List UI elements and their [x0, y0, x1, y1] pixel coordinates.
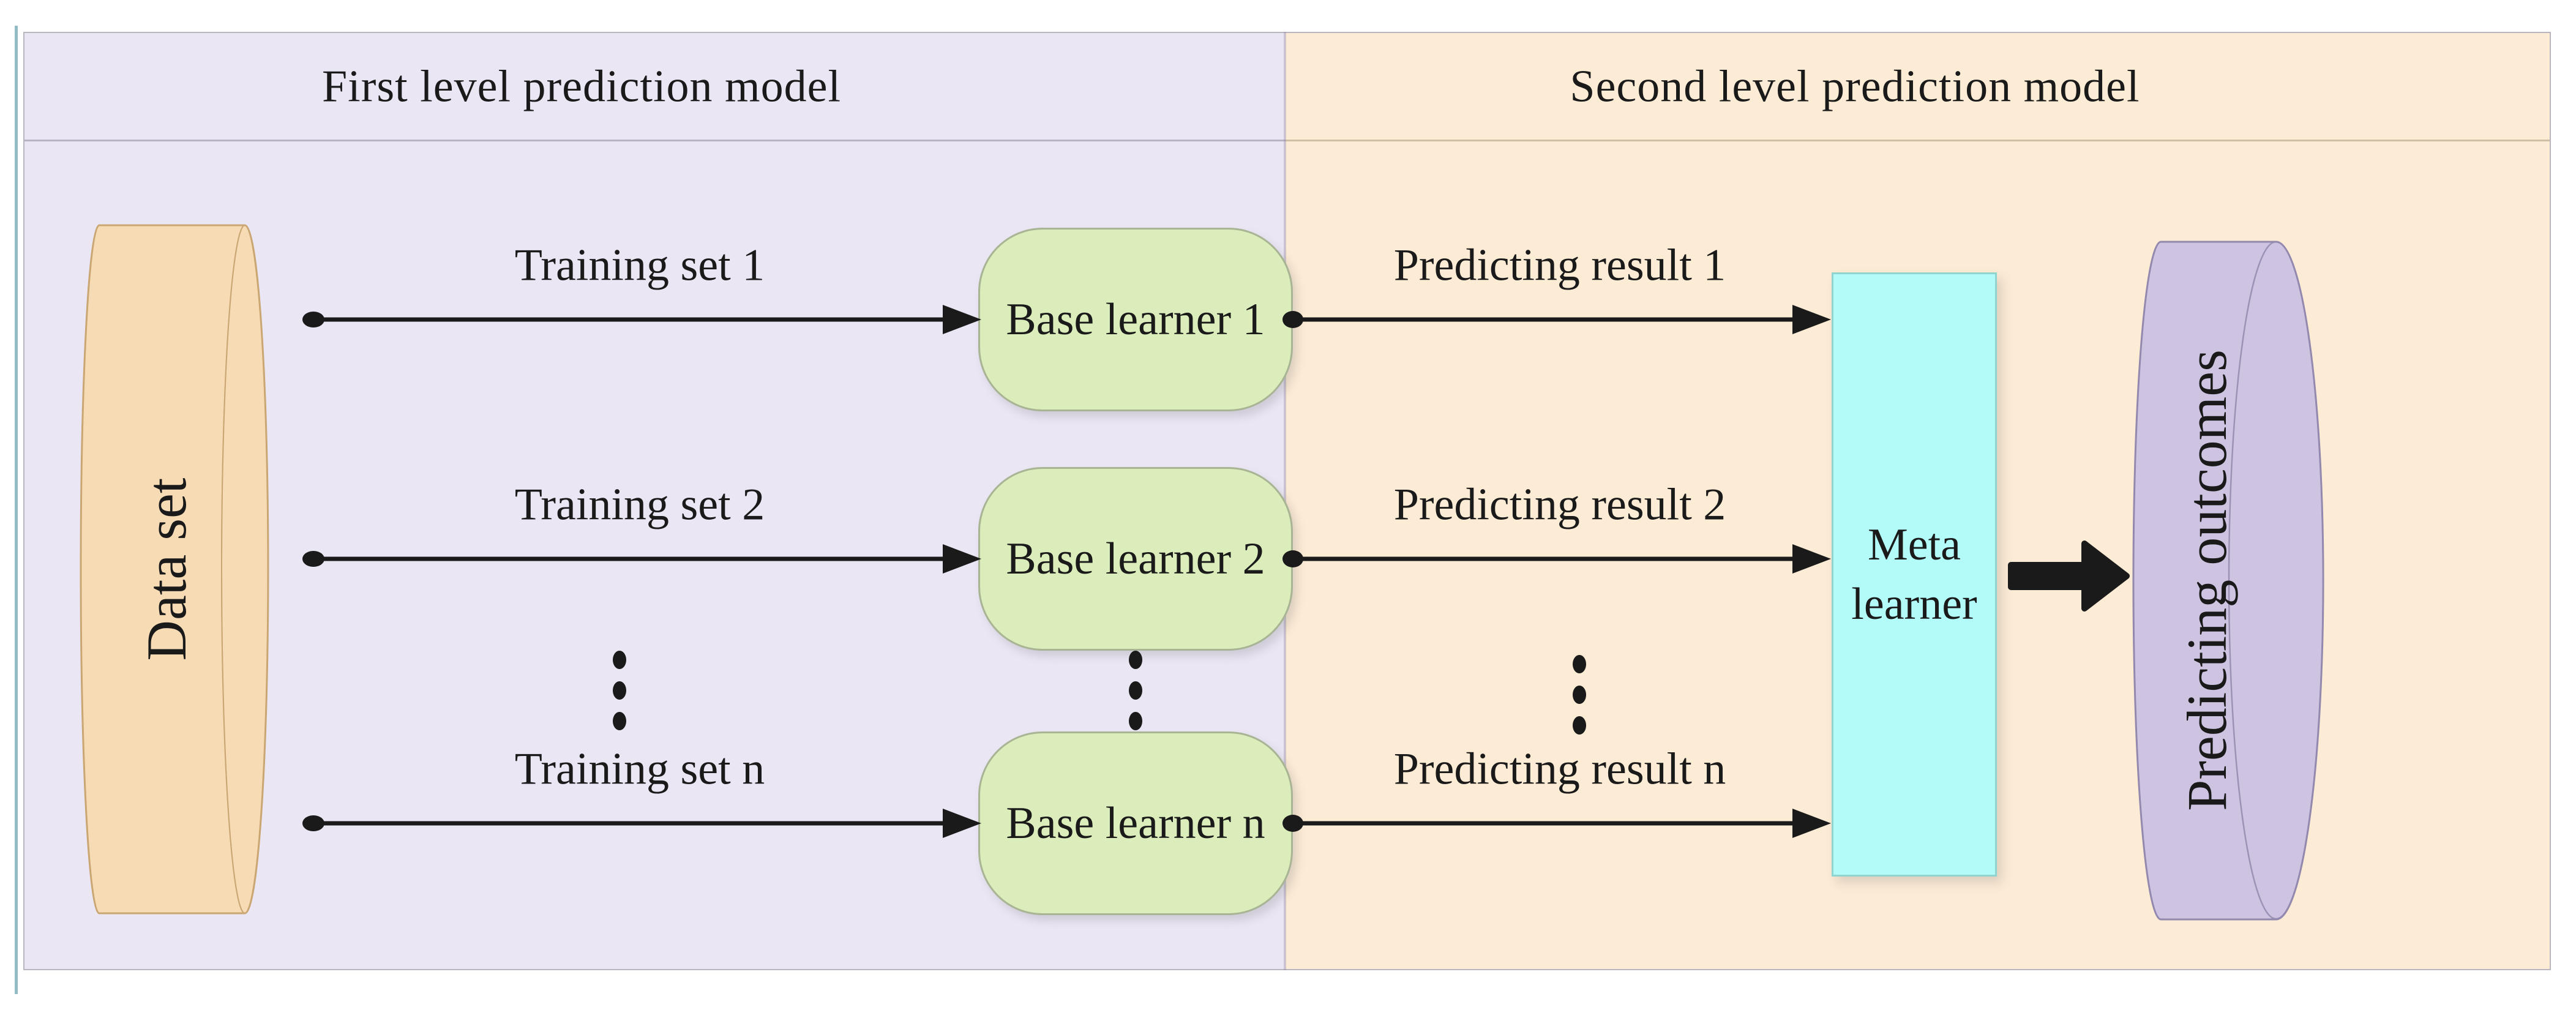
first-level-header-divider — [24, 140, 1286, 141]
training-set-1-label: Training set 1 — [514, 240, 765, 291]
first-level-title: First level prediction model — [322, 61, 841, 112]
second-level-title: Second level prediction model — [1570, 61, 2140, 112]
meta-learner-box: Meta learner — [1832, 272, 1997, 877]
left-edge-line — [15, 26, 18, 994]
predicting-result-1-label: Predicting result 1 — [1393, 240, 1726, 291]
meta-learner-label-line1: Meta — [1867, 520, 1961, 570]
second-level-header-divider — [1286, 140, 2550, 141]
base-learner-n-box: Base learner n — [978, 731, 1293, 915]
base-learner-1-box: Base learner 1 — [978, 228, 1293, 411]
base-learner-n-label: Base learner n — [1006, 798, 1265, 848]
meta-learner-label-line2: learner — [1851, 578, 1977, 629]
base-learner-2-label: Base learner 2 — [1006, 533, 1265, 584]
predicting-result-n-label: Predicting result n — [1393, 744, 1726, 795]
predicting-result-2-label: Predicting result 2 — [1393, 479, 1726, 530]
base-learner-2-box: Base learner 2 — [978, 467, 1293, 651]
training-set-n-label: Training set n — [514, 744, 765, 795]
dataset-label: Data set — [135, 477, 198, 661]
base-learner-1-label: Base learner 1 — [1006, 294, 1265, 345]
training-set-2-label: Training set 2 — [514, 479, 765, 530]
predicting-outcomes-label: Predicting outcomes — [2176, 350, 2238, 811]
